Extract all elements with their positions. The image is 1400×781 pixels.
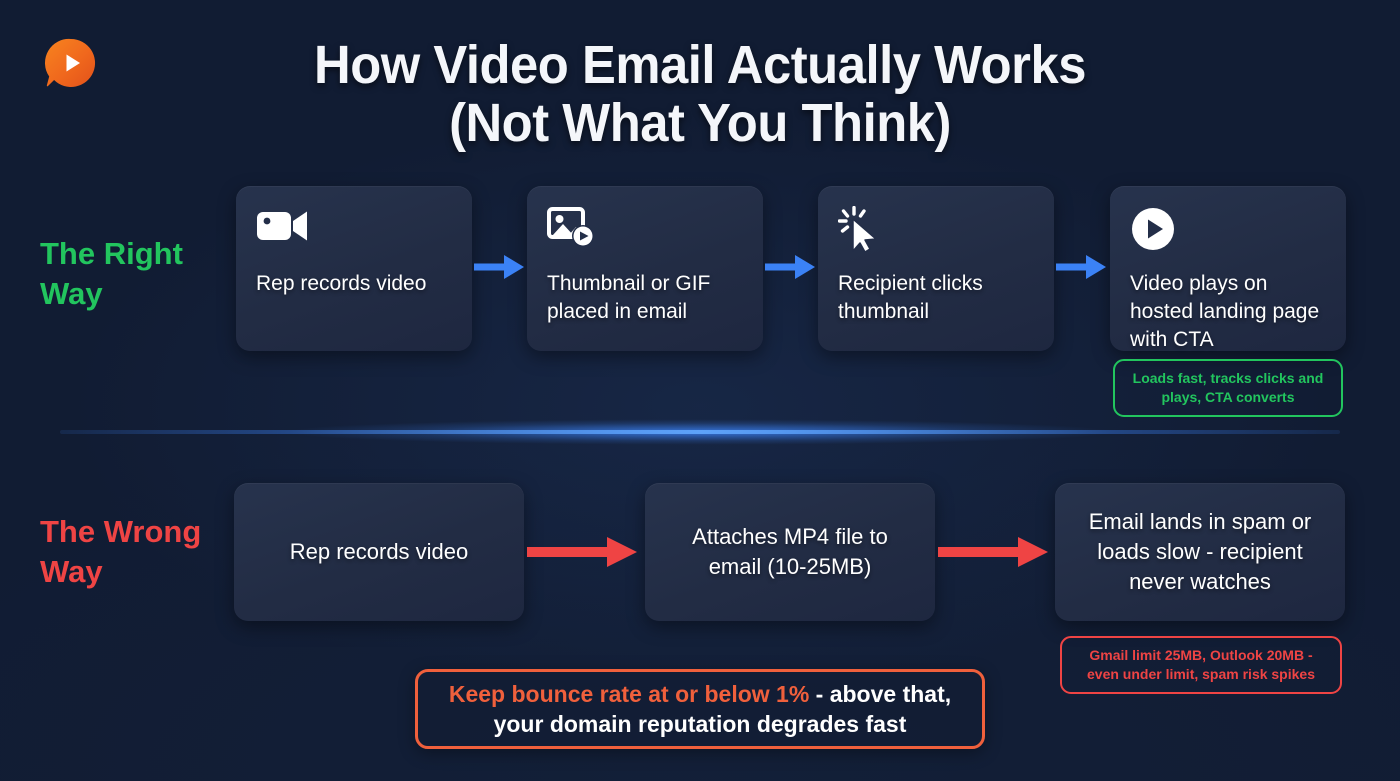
step-card-thumbnail-or-gif[interactable]: Thumbnail or GIF placed in email [527,186,763,351]
arrow-right-step-2-to-3 [765,254,815,280]
step-card-rep-records-video[interactable]: Rep records video [236,186,472,351]
arrow-right-step-3-to-4 [1056,254,1106,280]
wrong-step-card-rep-records-video[interactable]: Rep records video [234,483,524,621]
callout-text: Keep bounce rate at or below 1% - above … [418,679,982,739]
wrong-step-card-email-lands-in-spam[interactable]: Email lands in spam or loads slow - reci… [1055,483,1345,621]
divider-glow [0,418,1400,446]
row-label-right-line-1: The Right [40,236,183,271]
video-chat-bubble-logo [44,36,98,90]
page-title: How Video Email Actually Works (Not What… [42,36,1358,152]
play-circle-icon [1130,206,1326,258]
row-label-wrong-line-1: The Wrong [40,514,202,549]
row-label-wrong-line-2: Way [40,554,103,589]
step-card-text: Recipient clicks thumbnail [838,272,983,323]
row-label-right-line-2: Way [40,276,103,311]
click-cursor-icon [838,206,1034,258]
step-card-recipient-clicks[interactable]: Recipient clicks thumbnail [818,186,1054,351]
image-play-icon [547,206,743,258]
step-card-text: Rep records video [289,539,469,564]
arrow-wrong-step-2-to-3 [938,536,1048,568]
row-label-wrong-way: The Wrong Way [40,512,240,592]
divider-line [60,430,1340,434]
badge-wrong-way-limits: Gmail limit 25MB, Outlook 20MB - even un… [1060,636,1342,694]
step-card-text: Email lands in spam or loads slow - reci… [1088,509,1312,594]
arrow-wrong-step-1-to-2 [527,536,637,568]
wrong-step-card-attaches-mp4[interactable]: Attaches MP4 file to email (10-25MB) [645,483,935,621]
step-card-text: Video plays on hosted landing page with … [1130,272,1320,351]
title-line-1: How Video Email Actually Works [314,35,1086,95]
step-card-text: Rep records video [256,272,427,295]
step-card-text: Attaches MP4 file to email (10-25MB) [692,524,888,579]
bounce-rate-callout: Keep bounce rate at or below 1% - above … [415,669,985,749]
step-card-text: Thumbnail or GIF placed in email [547,272,711,323]
video-camera-icon [256,206,452,258]
badge-right-way-outcome: Loads fast, tracks clicks and plays, CTA… [1113,359,1343,417]
row-label-right-way: The Right Way [40,234,240,314]
arrow-right-step-1-to-2 [474,254,524,280]
callout-rest: - above that, your domain reputation deg… [493,681,952,737]
title-line-2: (Not What You Think) [449,93,951,153]
step-card-video-plays[interactable]: Video plays on hosted landing page with … [1110,186,1346,351]
section-divider [0,418,1400,446]
callout-highlight: Keep bounce rate at or below 1% [448,681,810,707]
